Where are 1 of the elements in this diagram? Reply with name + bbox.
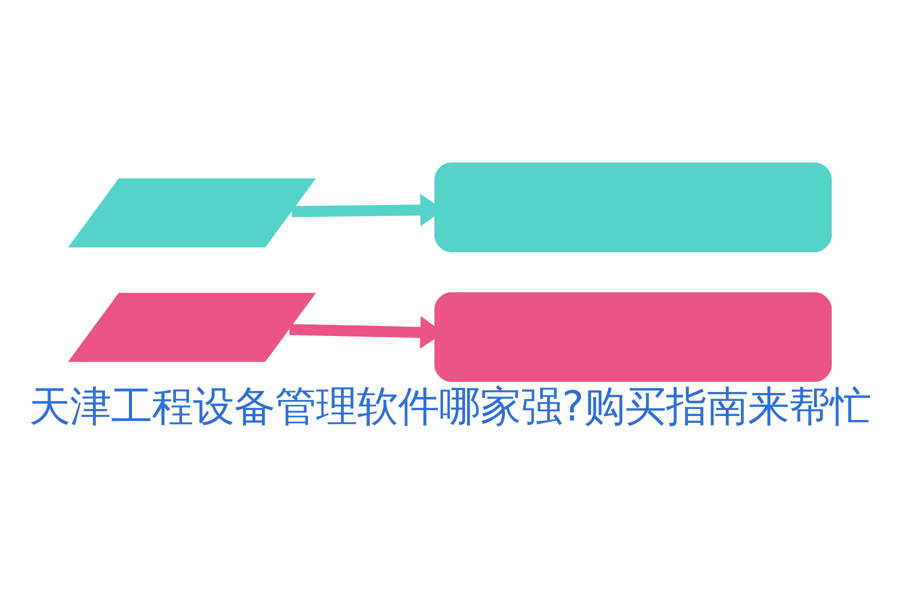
diagram-title: 天津工程设备管理软件哪家强?购买指南来帮忙 <box>29 382 871 430</box>
